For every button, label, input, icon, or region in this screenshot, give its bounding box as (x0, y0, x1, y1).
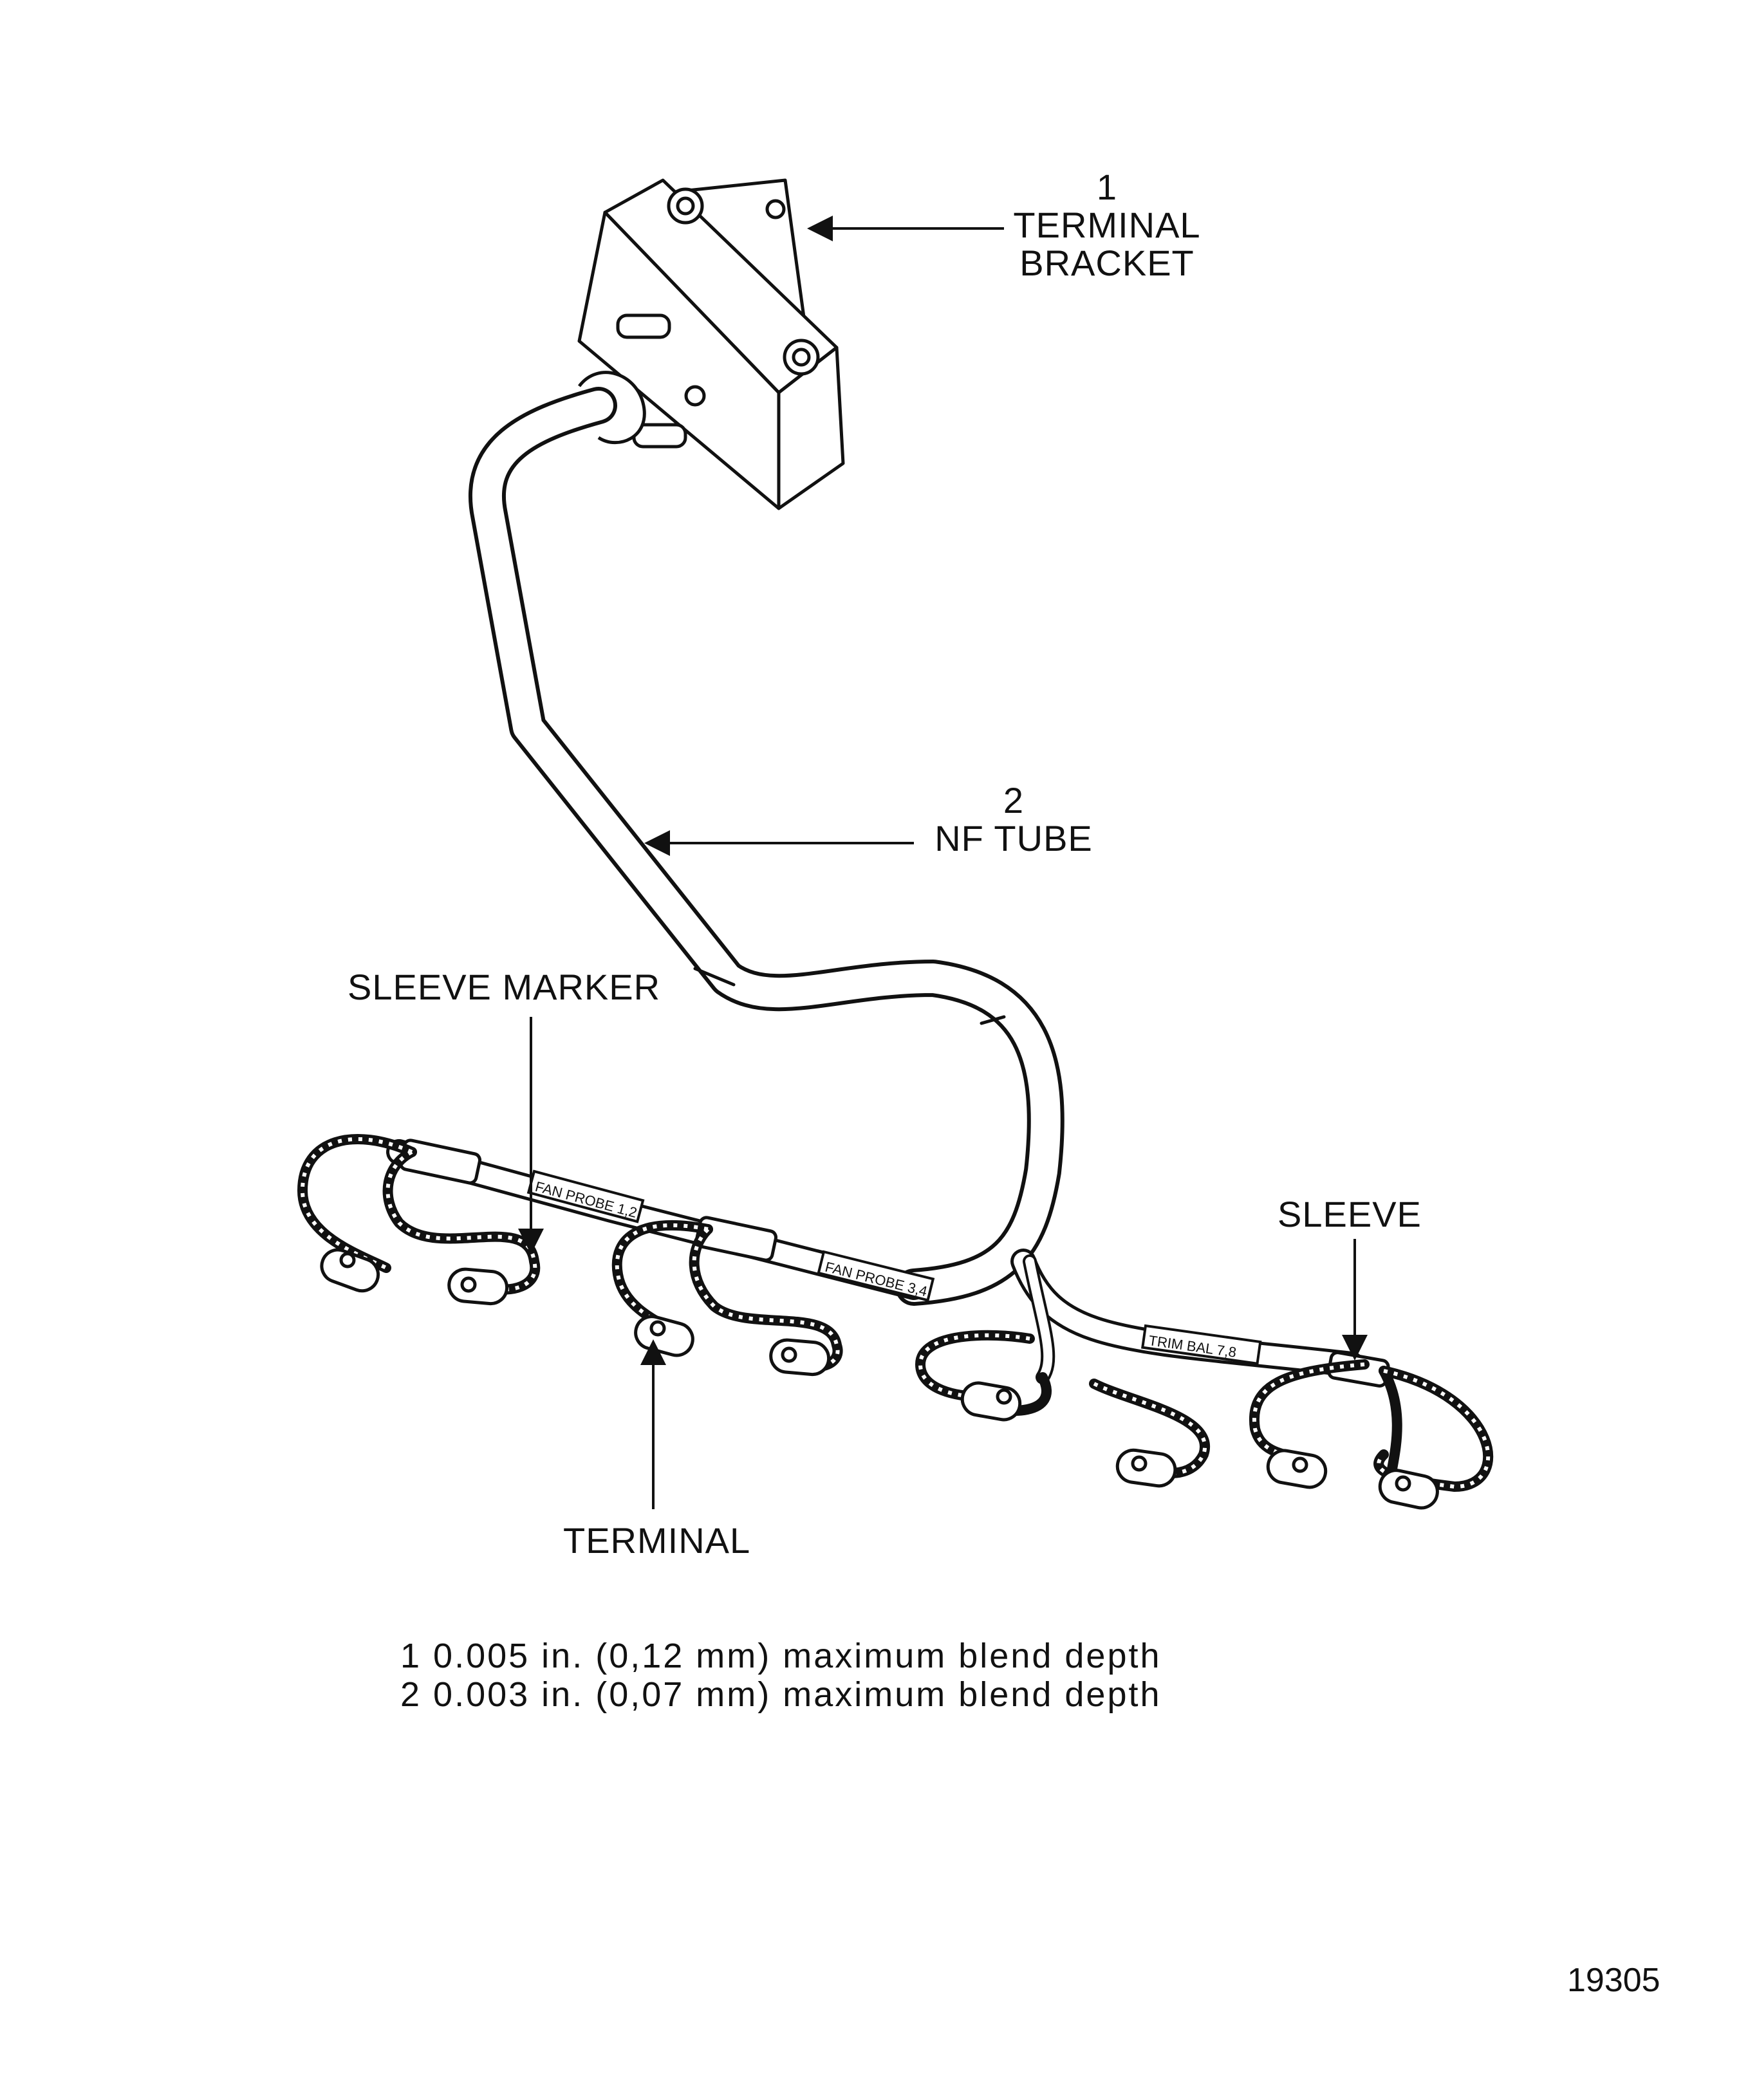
pigtail-wires (297, 1134, 1494, 1492)
ring-terminals (320, 1248, 1439, 1510)
ring-terminal (769, 1338, 831, 1377)
callout-sleeve-marker: SLEEVE MARKER (348, 967, 661, 1007)
ring-terminal (960, 1381, 1022, 1422)
note-1: 1 0.005 in. (0,12 mm) maximum blend dept… (400, 1637, 1162, 1675)
sleeve-band-fan-probe-34: FAN PROBE 3,4 (817, 1250, 935, 1302)
splice-sleeves (398, 1138, 1390, 1388)
callout-terminal-bracket-line1: TERMINAL (1013, 204, 1201, 245)
figure-number: 19305 (1567, 1962, 1660, 1999)
callout-number-1: 1 (1096, 167, 1118, 207)
callout-sleeve: SLEEVE (1278, 1194, 1422, 1234)
callout-number-2: 2 (1003, 780, 1025, 821)
ring-terminal (447, 1267, 509, 1306)
ring-terminal (1115, 1448, 1177, 1488)
callout-terminal: TERMINAL (563, 1520, 751, 1561)
terminal-bracket (577, 178, 845, 510)
callout-nf-tube: 2 NF TUBE (917, 780, 1110, 859)
leader-arrows (518, 216, 1368, 1509)
nf-tube (468, 387, 1064, 1306)
sleeve-band-trim-bal-78: TRIM BAL 7,8 (1141, 1324, 1262, 1365)
ring-terminal (1378, 1469, 1439, 1510)
ring-terminal (320, 1248, 380, 1293)
callout-terminal-bracket-line2: BRACKET (1019, 242, 1195, 283)
callout-nf-tube-line1: NF TUBE (934, 817, 1093, 859)
note-2: 2 0.003 in. (0,07 mm) maximum blend dept… (400, 1675, 1162, 1714)
ring-terminal (634, 1315, 694, 1357)
callout-terminal-bracket: 1 TERMINAL BRACKET (1010, 167, 1204, 283)
ring-terminal (1266, 1449, 1328, 1489)
